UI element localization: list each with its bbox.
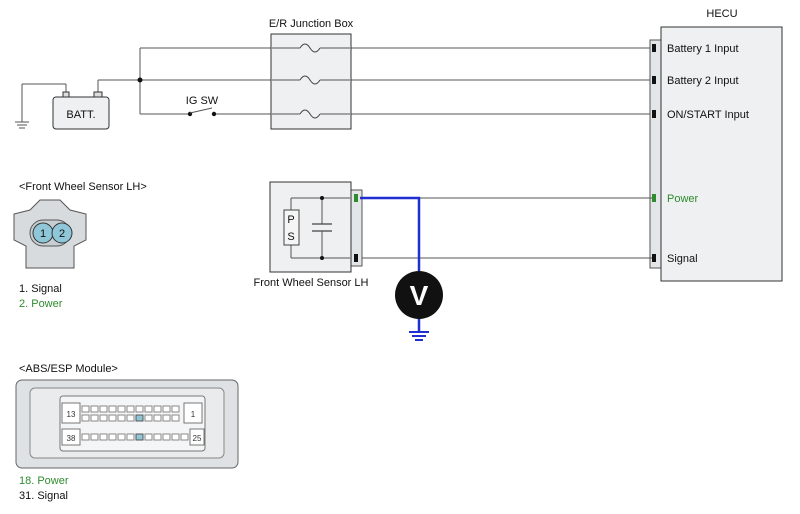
abs-pin38: 38 — [67, 434, 76, 443]
junction-box-title: E/R Junction Box — [269, 18, 354, 30]
abs-legend-signal: 31. Signal — [19, 490, 68, 502]
ig-switch-label: IG SW — [186, 95, 219, 107]
voltmeter-symbol: V — [410, 280, 429, 311]
front-connector-pin2: 2 — [59, 228, 65, 240]
front-connector-pin1: 1 — [40, 228, 46, 240]
front-connector-legend-power: 2. Power — [19, 298, 63, 310]
abs-pin13: 13 — [67, 410, 76, 419]
junction-box: E/R Junction Box — [269, 18, 354, 130]
sensor-title: Front Wheel Sensor LH — [254, 277, 369, 289]
sensor-ps-s: S — [287, 231, 294, 243]
fuse-icon — [272, 43, 350, 53]
pin-row-bottom — [81, 433, 189, 441]
front-connector-legend-signal: 1. Signal — [19, 283, 62, 295]
battery: BATT. — [52, 91, 110, 130]
abs-pin25: 25 — [193, 434, 202, 443]
hecu-pin-battery1: Battery 1 Input — [667, 43, 739, 55]
hecu-pin-on-start: ON/START Input — [667, 109, 749, 121]
hecu: HECU Battery 1 Input Battery 2 Input ON/… — [649, 8, 783, 282]
abs-module-connector: <ABS/ESP Module> — [15, 363, 239, 502]
fuse-icon — [272, 75, 350, 85]
pin-row-top — [81, 405, 180, 422]
sensor-ps-p: P — [287, 214, 294, 226]
hecu-pin-power: Power — [667, 193, 699, 205]
ig-switch: IG SW — [186, 95, 219, 117]
top-wires — [15, 47, 652, 129]
abs-pin1: 1 — [191, 410, 196, 419]
hecu-pin-battery2: Battery 2 Input — [667, 75, 739, 87]
front-connector-title: <Front Wheel Sensor LH> — [19, 181, 147, 193]
abs-legend-power: 18. Power — [19, 475, 69, 487]
battery-label: BATT. — [66, 109, 95, 121]
hecu-title: HECU — [706, 8, 737, 20]
abs-module-title: <ABS/ESP Module> — [19, 363, 118, 375]
fuse-icon — [272, 109, 350, 119]
voltmeter: V — [360, 196, 443, 341]
hecu-pin-signal: Signal — [667, 253, 698, 265]
front-sensor-connector: <Front Wheel Sensor LH> 1 2 1. Signal 2.… — [13, 181, 147, 310]
front-wheel-sensor: P S Front Wheel Sensor LH — [254, 181, 369, 289]
